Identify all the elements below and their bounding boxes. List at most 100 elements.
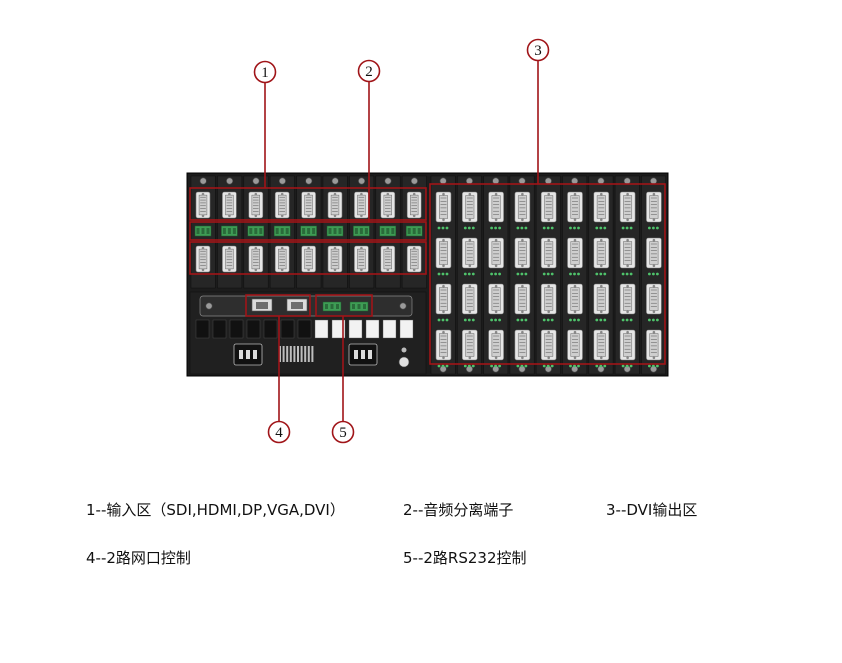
legend-item-2-text: 2--音频分离端子 xyxy=(403,501,514,519)
dvi-port-icon xyxy=(222,245,237,273)
screw-icon xyxy=(547,356,550,360)
screw-icon xyxy=(228,246,231,250)
dvi-port-icon xyxy=(540,283,557,315)
status-led-icon xyxy=(621,364,633,368)
screw-icon xyxy=(494,284,498,288)
screw-icon xyxy=(360,214,363,218)
screw-icon xyxy=(652,284,656,288)
screw-icon xyxy=(228,192,231,196)
callout-5-box xyxy=(315,294,373,317)
slot-label-tag xyxy=(212,319,227,339)
status-led-icon xyxy=(621,226,633,230)
screw-icon xyxy=(333,214,337,218)
screw-icon xyxy=(307,214,310,218)
status-led-icon xyxy=(437,364,449,368)
audio-terminal-icon xyxy=(300,225,317,237)
screw-icon xyxy=(494,310,498,314)
screw-icon xyxy=(547,330,550,334)
rj45-port-icon xyxy=(251,298,273,312)
audio-terminal-icon xyxy=(221,225,238,237)
screw-icon xyxy=(331,177,339,185)
callout-5-circle xyxy=(331,420,355,444)
audio-terminal-icon xyxy=(194,225,212,237)
screw-icon xyxy=(600,356,603,360)
legend-item-4: 4--2路网口控制 xyxy=(86,547,191,568)
dvi-port-icon xyxy=(488,237,504,269)
audio-terminal-icon xyxy=(273,225,291,237)
status-led-icon xyxy=(621,272,633,276)
screw-icon xyxy=(468,264,472,268)
status-led-icon xyxy=(621,318,633,322)
status-led-icon xyxy=(542,272,554,276)
screw-icon xyxy=(412,246,416,250)
screw-icon xyxy=(468,310,472,314)
screw-icon xyxy=(468,284,472,288)
power-socket-icon xyxy=(348,343,378,366)
dvi-port-icon xyxy=(593,329,610,361)
dvi-port-icon xyxy=(646,191,662,223)
audio-terminal-icon xyxy=(405,225,423,237)
dvi-port-icon xyxy=(406,245,422,273)
callout-1-number: 1 xyxy=(261,65,269,81)
screw-icon xyxy=(254,246,258,250)
screw-icon xyxy=(600,284,603,288)
dvi-port-icon xyxy=(593,191,610,223)
screw-icon xyxy=(521,238,524,242)
screw-icon xyxy=(494,192,498,196)
screw-icon xyxy=(573,356,577,360)
dvi-port-icon xyxy=(248,245,264,273)
screw-icon xyxy=(573,284,577,288)
screw-icon xyxy=(307,268,310,272)
screw-icon xyxy=(358,177,366,185)
output-dvi-area xyxy=(430,175,667,375)
screw-icon xyxy=(333,268,337,272)
dvi-port-icon xyxy=(646,283,662,315)
slot-label-tag xyxy=(314,319,329,339)
status-led-icon xyxy=(542,226,554,230)
screw-icon xyxy=(600,310,603,314)
status-led-icon xyxy=(516,226,528,230)
status-led-icon xyxy=(569,272,580,276)
legend-item-3: 3--DVI输出区 xyxy=(606,499,697,520)
audio-terminal-icon xyxy=(353,225,370,237)
dvi-port-icon xyxy=(301,245,316,273)
screw-icon xyxy=(386,246,390,250)
screw-icon xyxy=(399,302,407,310)
slot-label-tag xyxy=(263,319,278,339)
dvi-port-icon xyxy=(274,191,290,219)
legend-item-5: 5--2路RS232控制 xyxy=(403,547,527,568)
dvi-port-icon xyxy=(461,329,478,361)
status-led-icon xyxy=(437,226,449,230)
callout-5-number: 5 xyxy=(339,425,347,441)
slot-label-tag xyxy=(297,319,312,339)
screw-icon xyxy=(600,192,603,196)
dvi-port-icon xyxy=(327,245,343,273)
dvi-port-icon xyxy=(354,191,369,219)
screw-icon xyxy=(442,284,445,288)
indicator-icon xyxy=(401,347,407,353)
screw-icon xyxy=(360,268,363,272)
screw-icon xyxy=(652,192,656,196)
dvi-port-icon xyxy=(461,283,478,315)
screw-icon xyxy=(468,218,472,222)
screw-icon xyxy=(626,284,629,288)
legend-item-2: 2--音频分离端子 xyxy=(403,499,513,520)
screw-icon xyxy=(468,330,472,334)
screw-icon xyxy=(600,330,603,334)
status-led-icon xyxy=(595,226,607,230)
screw-icon xyxy=(412,214,416,218)
screw-icon xyxy=(521,218,524,222)
screw-icon xyxy=(600,218,603,222)
status-led-icon xyxy=(569,364,580,368)
status-led-icon xyxy=(648,226,659,230)
dvi-port-icon xyxy=(435,329,452,361)
screw-icon xyxy=(652,310,656,314)
legend-item-5-text: 5--2路RS232控制 xyxy=(403,549,527,567)
callout-4-number: 4 xyxy=(275,425,283,441)
screw-icon xyxy=(521,356,524,360)
dvi-port-icon xyxy=(540,237,557,269)
slot-label-tag xyxy=(246,319,261,339)
screw-icon xyxy=(252,177,260,185)
dvi-port-icon xyxy=(514,237,531,269)
